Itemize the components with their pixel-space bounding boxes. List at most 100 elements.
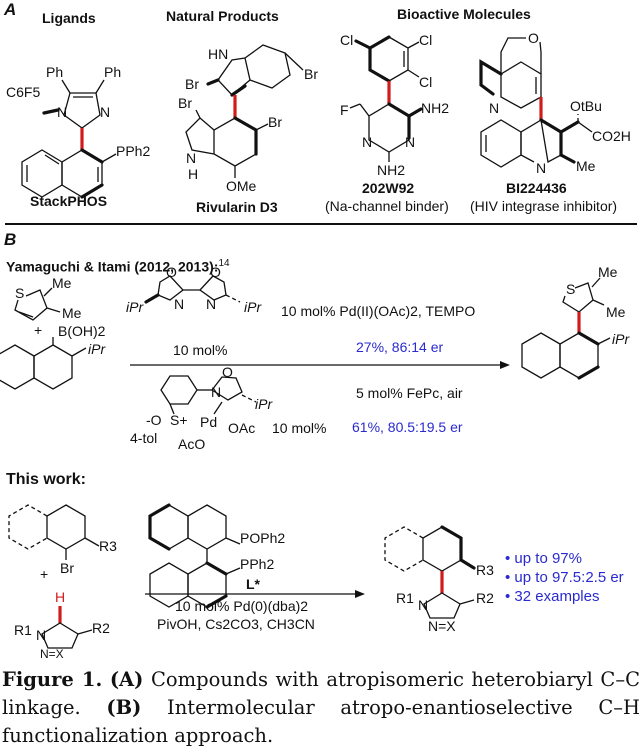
ligand-pph2: PPh2 xyxy=(240,556,275,572)
compound-note-202w92: (Na-channel binder) xyxy=(325,198,449,214)
box-n-2: N xyxy=(206,296,217,312)
catalyst-pd: Pd xyxy=(200,414,218,430)
caption-b-tag: (B) xyxy=(106,696,142,719)
compound-name-202w92: 202W92 xyxy=(362,180,415,196)
202w92-cl-3: Cl xyxy=(419,74,433,90)
bi224436-co2h: CO2H xyxy=(592,128,631,144)
product-n: N xyxy=(418,597,429,613)
azole-r2: R2 xyxy=(92,620,110,636)
thiophene-s: S xyxy=(15,285,25,301)
202w92-f: F xyxy=(340,102,349,118)
rivularin-br-1: Br xyxy=(185,76,199,92)
stackphos-n3: N xyxy=(100,104,111,120)
prior-result-1: 27%, 86:14 er xyxy=(356,339,444,355)
product-s: S xyxy=(566,281,576,297)
result-er-text: up to 97.5:2.5 er xyxy=(514,569,624,586)
result-yield-text: up to 97% xyxy=(514,550,582,567)
figure-caption: Figure 1. (A) Compounds with atropisomer… xyxy=(2,666,640,750)
box-o-2: O xyxy=(210,264,221,280)
naphthyl-ipr: iPr xyxy=(88,341,106,357)
aryl-r3: R3 xyxy=(99,538,117,554)
202w92-cl-2: Cl xyxy=(419,32,433,48)
catalyst-o-minus: -O xyxy=(146,412,162,428)
202w92-n-1: N xyxy=(362,134,373,150)
stackphos-c6f5: C6F5 xyxy=(6,84,41,100)
product-me-1: Me xyxy=(598,264,618,280)
ligand-poph2: POPh2 xyxy=(240,530,286,546)
azole-r1: R1 xyxy=(14,622,32,638)
azole-nx: N=X xyxy=(40,647,64,661)
stackphos-pph2: PPh2 xyxy=(116,143,151,159)
prior-work-title-text: Yamaguchi & Itami (2012, 2013): xyxy=(6,258,219,275)
catalyst-ipr: iPr xyxy=(255,396,273,412)
202w92-nh2-2: NH2 xyxy=(377,162,406,178)
azole-n: N xyxy=(36,627,47,643)
rivularin-hn: HN xyxy=(208,46,229,62)
compound-name-bi224436: BI224436 xyxy=(506,180,567,196)
catalyst-s-plus: S+ xyxy=(170,412,188,428)
this-work-title: This work: xyxy=(6,471,87,488)
stackphos-n1: N xyxy=(57,104,68,120)
bi224436-o: O xyxy=(528,30,539,46)
catalyst-o: O xyxy=(222,364,233,380)
product-ipr: iPr xyxy=(612,331,630,347)
rivularin-h: H xyxy=(188,166,199,182)
results-list: • up to 97% • up to 97.5:2.5 er • 32 exa… xyxy=(505,549,624,606)
this-conditions-1: 10 mol% Pd(0)(dba)2 xyxy=(175,598,309,614)
product-me-2: Me xyxy=(606,304,626,320)
azole-h: H xyxy=(55,589,66,605)
result-er: • up to 97.5:2.5 er xyxy=(505,569,624,586)
bi224436-otbu: OtBu xyxy=(570,98,602,114)
stackphos-ph-1: Ph xyxy=(46,64,64,80)
catalyst-oac: OAc xyxy=(228,420,256,436)
rivularin-br-3: Br xyxy=(268,114,282,130)
boronic-acid-label: B(OH)2 xyxy=(58,323,106,339)
header-natural-products: Natural Products xyxy=(166,8,279,24)
box-n-1: N xyxy=(174,296,185,312)
header-ligands: Ligands xyxy=(42,10,96,26)
aryl-br: Br xyxy=(60,560,74,576)
plus-sign-2: + xyxy=(40,566,49,582)
result-examples-text: 32 examples xyxy=(514,588,600,605)
compound-name-rivularin: Rivularin D3 xyxy=(196,199,278,215)
compound-name-stackphos: StackPHOS xyxy=(30,193,108,209)
compound-note-bi224436: (HIV integrase inhibitor) xyxy=(470,198,618,214)
box-loading: 10 mol% xyxy=(173,342,228,358)
panel-b-letter: B xyxy=(4,230,17,249)
box-ipr-2: iPr xyxy=(244,299,262,315)
rivularin-br-2: Br xyxy=(178,95,192,111)
product-nx: N=X xyxy=(428,618,456,634)
box-o-1: O xyxy=(166,264,177,280)
prior-result-2: 61%, 80.5:19.5 er xyxy=(352,419,463,435)
ligand-label: L* xyxy=(246,576,260,592)
this-conditions-2: PivOH, Cs2CO3, CH3CN xyxy=(157,616,315,632)
rivularin-br-4: Br xyxy=(304,66,318,82)
bi224436-n-2: N xyxy=(536,160,547,176)
panel-a-letter: A xyxy=(4,0,17,19)
catalyst-4-tol: 4-tol xyxy=(130,430,158,446)
catalyst-n: N xyxy=(211,384,222,400)
202w92-n-2: N xyxy=(405,134,416,150)
prior-conditions-1: 10 mol% Pd(II)(OAc)2, TEMPO xyxy=(281,303,476,319)
202w92-nh2-1: NH2 xyxy=(421,100,450,116)
bi224436-n-1: N xyxy=(489,100,500,116)
reference-number: 14 xyxy=(218,258,230,269)
product-r2: R2 xyxy=(476,590,494,606)
prior-work-title: Yamaguchi & Itami (2012, 2013):14 xyxy=(6,256,230,275)
bi224436-me: Me xyxy=(576,158,596,174)
box-ipr-1: iPr xyxy=(126,299,144,315)
stackphos-ph-2: Ph xyxy=(104,64,122,80)
header-bioactive-molecules: Bioactive Molecules xyxy=(397,6,531,22)
result-examples: • 32 examples xyxy=(505,588,600,605)
prior-conditions-2: 5 mol% FePc, air xyxy=(356,385,463,401)
rivularin-ome: OMe xyxy=(226,178,257,194)
202w92-cl-1: Cl xyxy=(340,32,354,48)
plus-sign-1: + xyxy=(34,322,43,338)
thiophene-me-1: Me xyxy=(52,275,72,291)
